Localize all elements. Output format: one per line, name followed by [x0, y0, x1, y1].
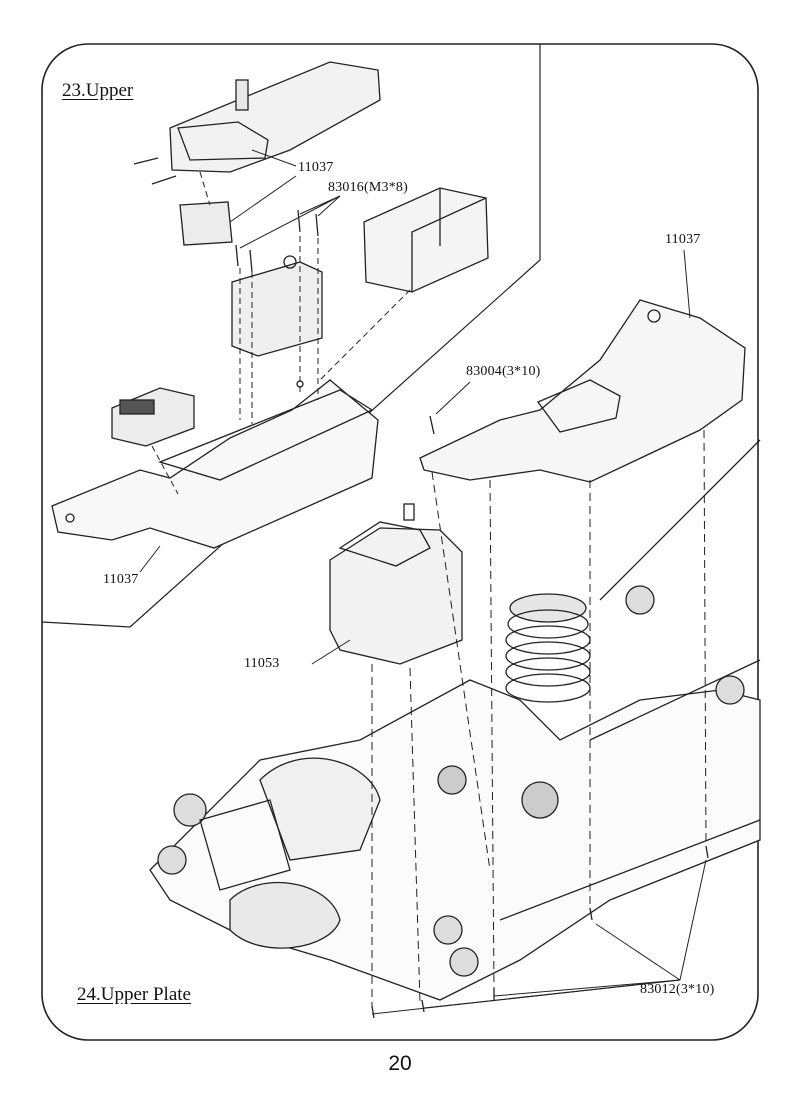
- section-title-upper-plate: 24.Upper Plate: [77, 984, 191, 1005]
- part-label-11037-top: 11037: [298, 160, 334, 175]
- part-label-83012: 83012(3*10): [640, 982, 715, 997]
- part-label-11037-bottom: 11037: [103, 572, 139, 587]
- page-border: [41, 43, 759, 1041]
- part-label-83004: 83004(3*10): [466, 364, 541, 379]
- part-label-11037-right: 11037: [665, 232, 701, 247]
- page-number: 20: [388, 1052, 412, 1075]
- section-title-upper: 23.Upper: [62, 80, 134, 101]
- part-label-11053: 11053: [244, 656, 280, 671]
- upper-plate-drawing: [149, 249, 761, 1019]
- part-label-83016: 83016(M3*8): [328, 180, 408, 195]
- upper-assembly-drawing: [51, 61, 489, 573]
